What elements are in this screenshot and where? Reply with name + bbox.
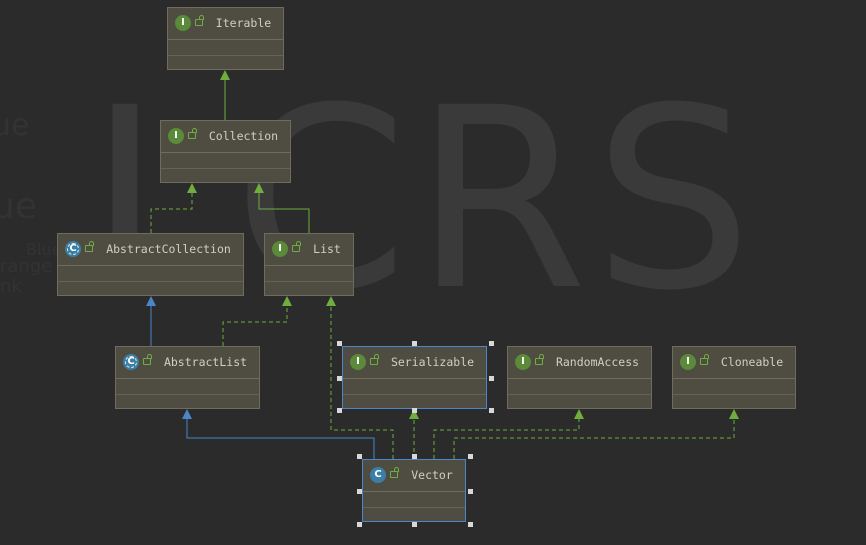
interface-icon: I <box>515 354 531 370</box>
selection-handle[interactable] <box>468 522 473 527</box>
public-lock-icon <box>370 354 379 365</box>
public-lock-icon <box>143 354 152 365</box>
methods-section <box>168 56 283 71</box>
interface-icon: I <box>175 15 191 31</box>
node-header: C Vector <box>363 460 465 492</box>
public-lock-icon <box>700 354 709 365</box>
node-header: C AbstractCollection <box>58 234 243 266</box>
selection-handle[interactable] <box>337 341 342 346</box>
selection-handle[interactable] <box>337 376 342 381</box>
public-lock-icon <box>85 241 94 252</box>
selection-handle[interactable] <box>412 408 417 413</box>
fields-section <box>58 266 243 282</box>
public-lock-icon <box>535 354 544 365</box>
interface-icon: I <box>272 241 288 257</box>
watermark-fragment: nk <box>0 276 22 297</box>
fields-section <box>265 266 353 282</box>
fields-section <box>508 379 651 395</box>
edge-vector-to-randomaccess <box>433 419 580 459</box>
node-list[interactable]: I List <box>264 233 354 296</box>
public-lock-icon <box>390 467 399 478</box>
node-label: Vector <box>411 468 453 482</box>
node-label: Cloneable <box>720 355 784 369</box>
methods-section <box>161 169 290 184</box>
arrowhead <box>182 409 192 419</box>
fields-section <box>363 492 465 508</box>
methods-section <box>363 508 465 523</box>
selection-handle[interactable] <box>412 454 417 459</box>
public-lock-icon <box>195 15 204 26</box>
public-lock-icon <box>188 128 197 139</box>
node-header: I Serializable <box>343 347 486 379</box>
selection-handle[interactable] <box>468 489 473 494</box>
methods-section <box>673 395 795 410</box>
watermark-fragment: ue <box>0 108 30 143</box>
node-label: RandomAccess <box>555 355 640 369</box>
node-collection[interactable]: I Collection <box>160 120 291 183</box>
node-header: I Collection <box>161 121 290 153</box>
node-label: AbstractCollection <box>106 242 231 256</box>
node-header: C AbstractList <box>116 347 259 379</box>
abstract-class-icon: C <box>65 241 81 257</box>
node-label: Serializable <box>390 355 475 369</box>
node-header: I Cloneable <box>673 347 795 379</box>
node-vector[interactable]: C Vector <box>362 459 466 522</box>
selection-handle[interactable] <box>412 522 417 527</box>
selection-handle[interactable] <box>412 341 417 346</box>
public-lock-icon <box>292 241 301 252</box>
abstract-class-icon: C <box>123 354 139 370</box>
fields-section <box>673 379 795 395</box>
node-abstractcollection[interactable]: C AbstractCollection <box>57 233 244 296</box>
node-randomaccess[interactable]: I RandomAccess <box>507 346 652 409</box>
arrowhead <box>729 409 739 419</box>
selection-handle[interactable] <box>337 408 342 413</box>
fields-section <box>116 379 259 395</box>
watermark-big-text: LCRS <box>88 54 759 345</box>
fields-section <box>168 40 283 56</box>
methods-section <box>58 282 243 297</box>
node-iterable[interactable]: I Iterable <box>167 7 284 70</box>
methods-section <box>116 395 259 410</box>
selection-handle[interactable] <box>357 454 362 459</box>
interface-icon: I <box>350 354 366 370</box>
selection-handle[interactable] <box>489 408 494 413</box>
node-header: I RandomAccess <box>508 347 651 379</box>
methods-section <box>508 395 651 410</box>
fields-section <box>161 153 290 169</box>
node-label: List <box>313 242 341 256</box>
methods-section <box>265 282 353 297</box>
edge-vector-to-abstractlist <box>186 419 375 459</box>
class-icon: C <box>370 467 386 483</box>
watermark-fragment: range <box>0 256 53 277</box>
node-label: Iterable <box>215 16 272 30</box>
node-header: I List <box>265 234 353 266</box>
fields-section <box>343 379 486 395</box>
watermark-fragment: ue <box>0 186 37 227</box>
interface-icon: I <box>680 354 696 370</box>
interface-icon: I <box>168 128 184 144</box>
selection-handle[interactable] <box>468 454 473 459</box>
node-header: I Iterable <box>168 8 283 40</box>
edge-vector-to-cloneable <box>453 419 735 459</box>
node-label: AbstractList <box>163 355 248 369</box>
watermark-fragment: Blue <box>26 240 62 259</box>
selection-handle[interactable] <box>357 522 362 527</box>
node-serializable[interactable]: I Serializable <box>342 346 487 409</box>
arrowhead <box>574 409 584 419</box>
node-cloneable[interactable]: I Cloneable <box>672 346 796 409</box>
selection-handle[interactable] <box>489 341 494 346</box>
node-label: Collection <box>208 129 279 143</box>
node-abstractlist[interactable]: C AbstractList <box>115 346 260 409</box>
selection-handle[interactable] <box>489 376 494 381</box>
selection-handle[interactable] <box>357 489 362 494</box>
